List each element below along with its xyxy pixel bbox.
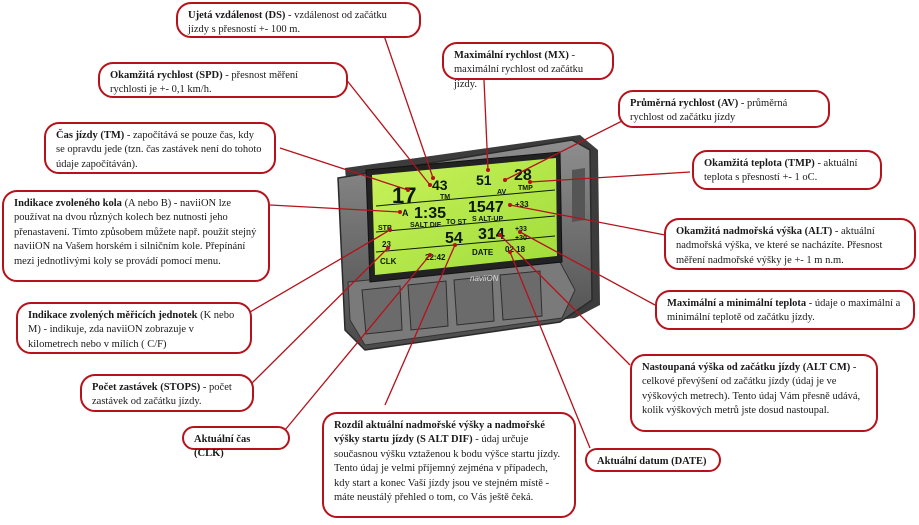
button-1 [361,285,403,335]
callout-alt: Okamžitá nadmořská výška (ALT) - aktuáln… [664,218,916,270]
lcd-kolo-flag: A [402,208,409,218]
lcd-label-saltup: S ALT-UP [472,216,503,223]
callout-tmp-text: - aktuální teplota s přesností +- 1 oC. [704,158,858,184]
callout-clk-term: Aktuální čas (CLK) [194,434,251,460]
callout-altcm-text: - celkové převýšení od začátku jízdy (úd… [642,362,861,417]
callout-saltdif: Rozdíl aktuální nadmořské výšky a nadmoř… [322,412,576,518]
callout-date: Aktuální datum (DATE) [585,448,721,472]
lcd-label-date: DATE [472,248,494,257]
callout-stops: Počet zastávek (STOPS) - počet zastávek … [80,374,254,412]
callout-mx-term: Maximální rychlost (MX) [454,50,569,61]
callout-tmp-term: Okamžitá teplota (TMP) [704,158,815,169]
lcd-alt-value: 1547 [468,199,504,216]
lcd-label-stp: STP [378,225,392,232]
callout-kolo-text: (A nebo B) - naviiON lze používat na dvo… [14,198,257,267]
callout-altcm-term: Nastoupaná výška od začátku jízdy (ALT C… [642,362,851,373]
lcd-maxtemp-value: +33 [515,226,527,233]
lcd-label-av: AV [497,189,507,196]
callout-ds-term: Ujetá vzdálenost (DS) [188,10,286,21]
callout-units: Indikace zvolených měřicích jednotek (K … [16,302,252,354]
lcd-spd-value: 43 [432,177,448,193]
callout-mx: Maximální rychlost (MX) - maximální rych… [442,42,614,90]
callout-maxmin-text: - údaje o maximální a minimální teplotě … [667,298,901,324]
callout-ds-text: - vzdálenost od začátku jízdy s přesnost… [188,10,387,36]
lcd-altcm-value: 314 [478,226,505,243]
callout-units-text: (K nebo M) - indikuje, zda naviiON zobra… [28,310,235,350]
lcd-label-tost: TO ST [446,219,467,226]
callout-tm-text: - započítává se pouze čas, kdy se opravd… [56,130,262,170]
lcd-saltdif-value: 54 [445,230,463,247]
callout-mx-text: - maximální rychlost od začátku jízdy. [454,50,584,90]
brand-logo: naviiON [470,274,499,283]
callout-alt-text: - aktuální nadmořská výška, ve které se … [676,226,883,266]
lcd-label-tmp: TMP [518,185,533,192]
callout-spd-text: - přesnost měření rychlosti je +- 0,1 km… [110,70,299,96]
callout-ds: Ujetá vzdálenost (DS) - vzdálenost od za… [176,2,421,38]
lcd-mx-value: 51 [476,172,492,188]
leader-lines [249,23,691,449]
callout-kolo: Indikace zvoleného kola (A nebo B) - nav… [2,190,270,282]
callout-tm: Čas jízdy (TM) - započítává se pouze čas… [44,122,276,174]
callout-saltdif-text: - údaj určuje současnou výšku vztaženou … [334,434,561,504]
callout-clk: Aktuální čas (CLK) [182,426,290,459]
button-3 [453,275,495,326]
lcd-label-clk: CLK [380,257,397,266]
lcd-mintemp-value: +30 [515,235,527,242]
callout-tmp: Okamžitá teplota (TMP) - aktuální teplot… [692,150,882,190]
callout-tm-term: Čas jízdy (TM) [56,130,125,141]
callout-maxmin: Maximální a minimální teplota - údaje o … [655,290,915,330]
callout-maxmin-term: Maximální a minimální teplota [667,298,807,309]
callout-units-term: Indikace zvolených měřicích jednotek [28,310,198,321]
leader-arrowheads [386,168,532,257]
callout-saltdif-term: Rozdíl aktuální nadmořské výšky a nadmoř… [334,420,545,446]
button-4 [499,270,543,321]
lcd-stops-value: 23 [382,240,391,249]
lcd-label-tm: TM [440,194,450,201]
callout-spd: Okamžitá rychlost (SPD) - přesnost měřen… [98,62,348,98]
lcd-label-saltdif: SALT DIF [410,222,442,229]
callout-altcm: Nastoupaná výška od začátku jízdy (ALT C… [630,354,878,432]
lcd-tmp-value: 28 [514,167,532,184]
callout-stops-term: Počet zastávek (STOPS) [92,382,201,393]
callout-av-term: Průměrná rychlost (AV) [630,98,739,109]
callout-kolo-term: Indikace zvoleného kola [14,198,122,209]
callout-spd-term: Okamžitá rychlost (SPD) [110,70,223,81]
callout-alt-term: Okamžitá nadmořská výška (ALT) [676,226,833,237]
lcd-time-value: 1:35 [414,205,446,222]
callout-date-term: Aktuální datum (DATE) [597,456,707,467]
lcd-clk-value: 22:42 [425,253,446,262]
callout-av: Průměrná rychlost (AV) - průměrná rychlo… [618,90,830,128]
device-buttons [361,270,543,335]
callout-av-text: - průměrná rychlost od začátku jízdy [630,98,788,124]
lcd-alt-sub: +33 [515,200,529,209]
callout-stops-text: - počet zastávek od začátku jízdy. [92,382,232,408]
